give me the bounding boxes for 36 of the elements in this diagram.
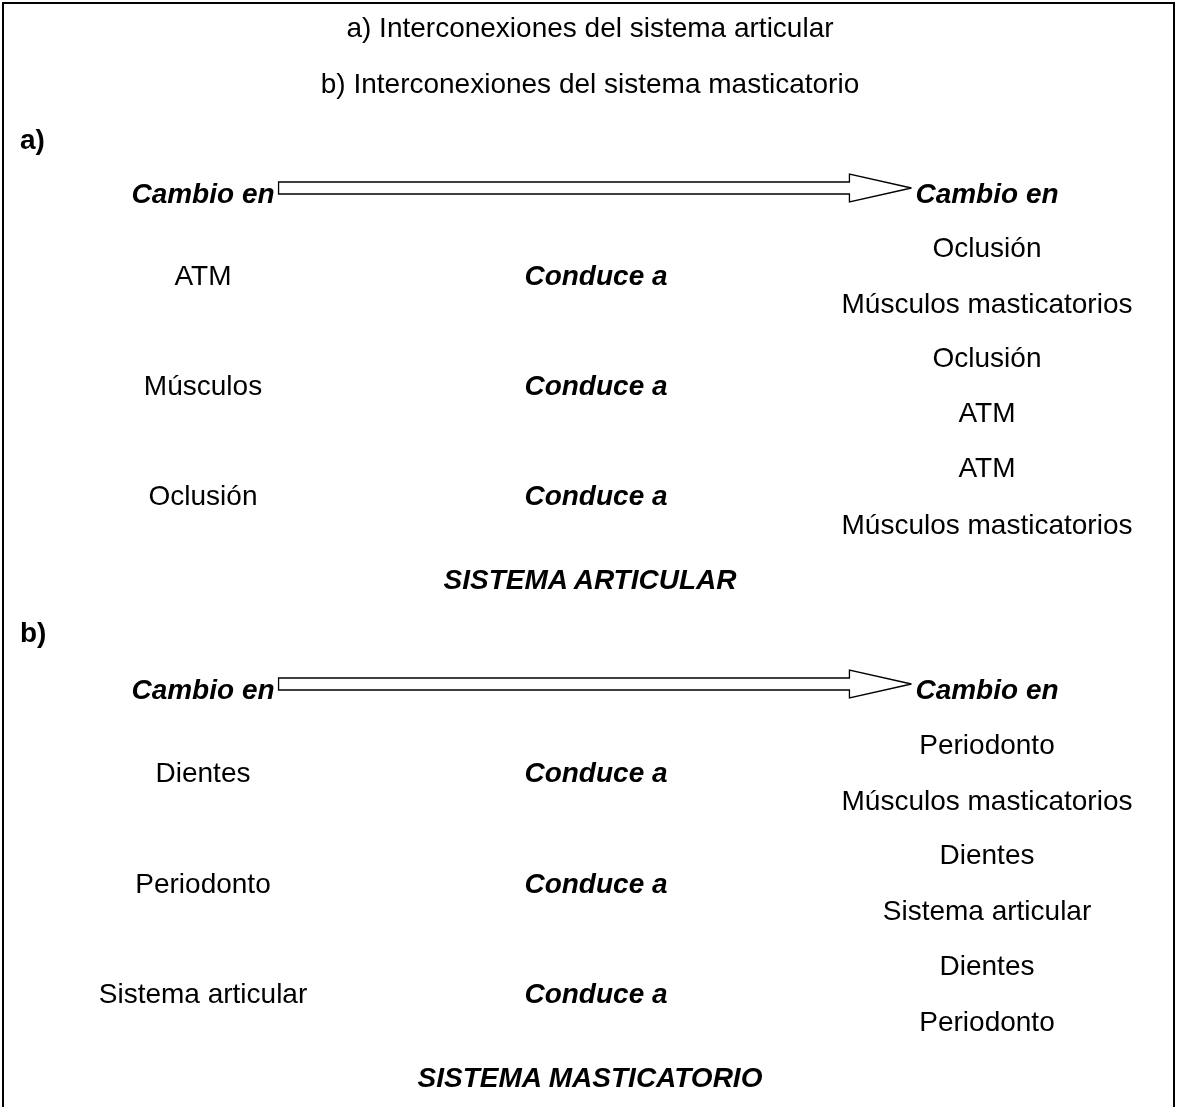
cell-text: Músculos masticatorios <box>841 508 1133 542</box>
cell-text: Conduce a <box>524 756 668 790</box>
block-arrow <box>277 173 913 203</box>
cell-text: ATM <box>958 396 1016 430</box>
panel-letter: a) <box>20 123 45 157</box>
cell-text: Conduce a <box>524 977 668 1011</box>
cell-text: Oclusión <box>932 231 1042 265</box>
cell-text: Dientes <box>939 838 1035 872</box>
cell-text: Conduce a <box>524 369 668 403</box>
heading: a) Interconexiones del sistema articular <box>346 11 834 45</box>
column-header: Cambio en <box>915 673 1059 707</box>
cell-text: Sistema articular <box>882 894 1092 928</box>
cell-text: ATM <box>958 451 1016 485</box>
column-header: Cambio en <box>915 177 1059 211</box>
column-header: Cambio en <box>131 673 275 707</box>
section-title: SISTEMA ARTICULAR <box>443 563 737 597</box>
cell-text: Sistema articular <box>98 977 308 1011</box>
cell-text: Músculos masticatorios <box>841 287 1133 321</box>
panel-letter: b) <box>20 616 47 650</box>
cell-text: Dientes <box>155 756 251 790</box>
cell-text: Periodonto <box>135 867 271 901</box>
column-header: Cambio en <box>131 177 275 211</box>
cell-text: Músculos <box>143 369 263 403</box>
cell-text: Conduce a <box>524 479 668 513</box>
block-arrow <box>277 669 913 699</box>
cell-text: Oclusión <box>148 479 258 513</box>
cell-text: Músculos masticatorios <box>841 784 1133 818</box>
cell-text: Oclusión <box>932 341 1042 375</box>
cell-text: Periodonto <box>919 728 1055 762</box>
section-title: SISTEMA MASTICATORIO <box>417 1061 763 1095</box>
heading: b) Interconexiones del sistema masticatorio <box>320 67 860 101</box>
cell-text: Dientes <box>939 949 1035 983</box>
cell-text: Periodonto <box>919 1005 1055 1039</box>
cell-text: Conduce a <box>524 259 668 293</box>
cell-text: ATM <box>174 259 232 293</box>
cell-text: Conduce a <box>524 867 668 901</box>
